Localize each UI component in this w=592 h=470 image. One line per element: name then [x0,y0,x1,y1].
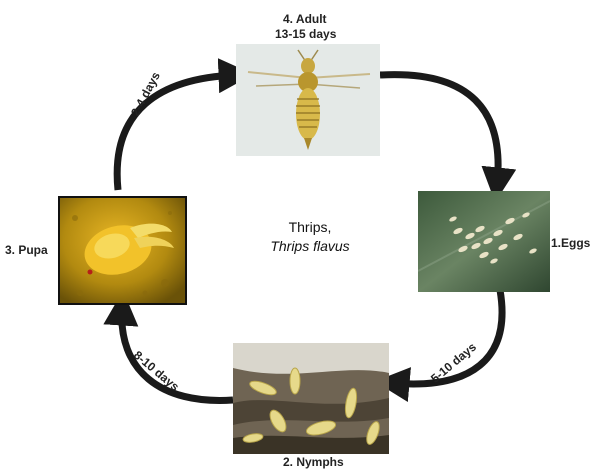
arrow-pupa-to-adult [117,75,236,190]
arrow-adult-to-eggs [380,75,498,185]
adult-stage-label: 4. Adult [283,12,327,27]
pupa-stage-label: 3. Pupa [5,243,48,258]
nymphs-photo [233,343,389,454]
adult-thrips-photo [236,44,380,156]
scientific-name: Thrips flavus [262,237,358,256]
pupa-photo [58,196,187,305]
nymphs-stage-label: 2. Nymphs [283,455,344,470]
common-name: Thrips, [262,218,358,237]
diagram-title: Thrips, Thrips flavus [262,218,358,256]
eggs-photo [418,191,550,292]
adult-duration-label: 13-15 days [275,27,336,42]
eggs-stage-label: 1.Eggs [551,236,590,251]
